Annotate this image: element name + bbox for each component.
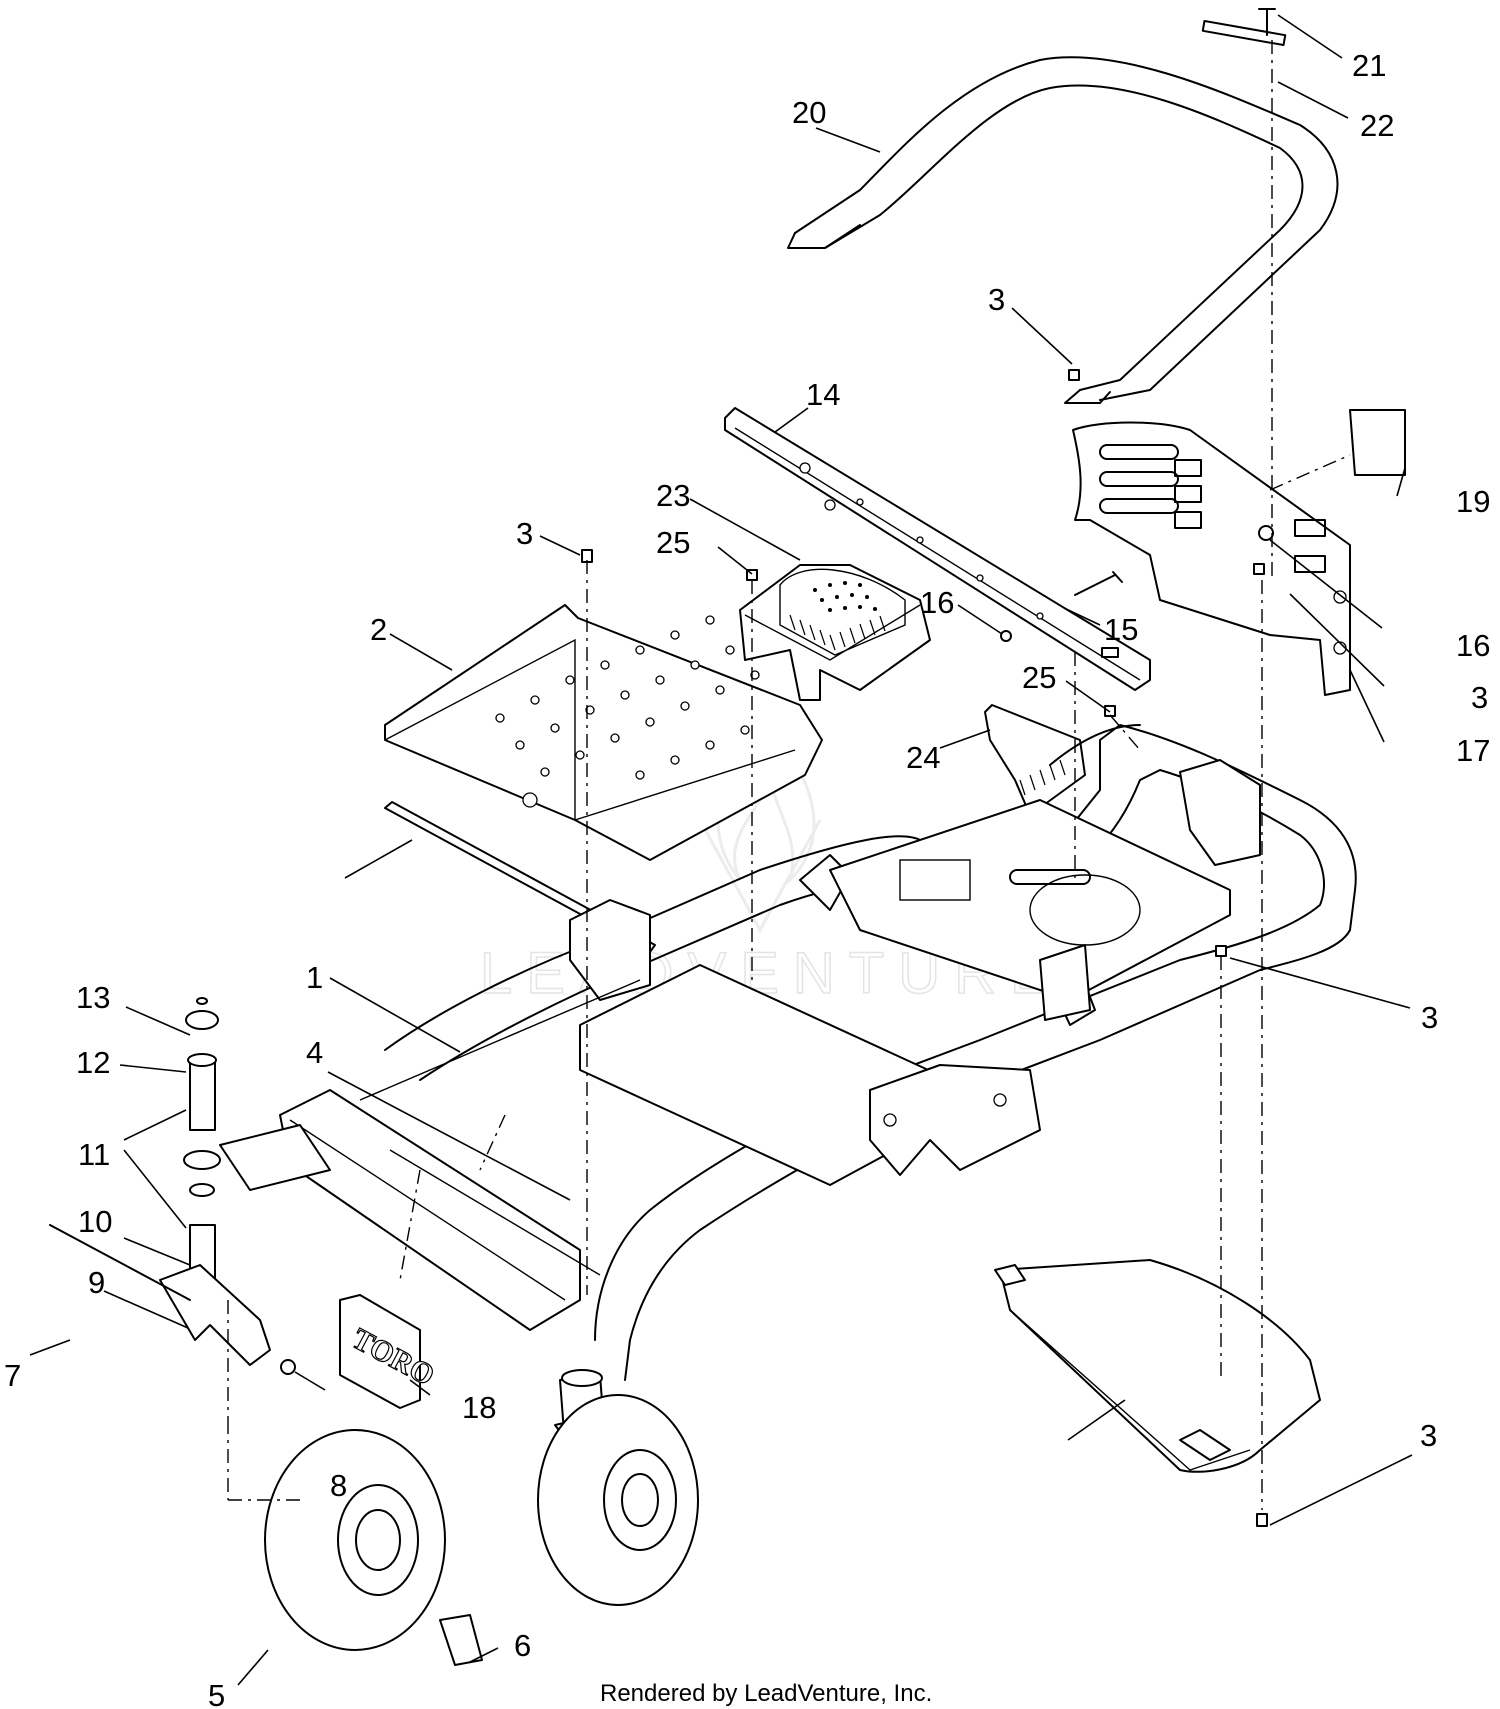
callout-13: 13 (76, 980, 110, 1015)
callout-19: 19 (1456, 484, 1490, 519)
callout-5: 5 (208, 1678, 225, 1709)
callout-16-right: 16 (1456, 628, 1490, 663)
callout-14: 14 (806, 377, 840, 412)
fasteners (581, 369, 1274, 1527)
foot-plate (384, 604, 823, 861)
cross-bar (724, 407, 1151, 691)
seat-mount-plate (829, 799, 1231, 1021)
callout-6: 6 (514, 1628, 531, 1663)
foot-plate-holes (495, 615, 760, 808)
callout-18: 18 (462, 1390, 496, 1425)
callout-24: 24 (906, 740, 940, 775)
decal (1349, 409, 1406, 476)
callout-23: 23 (656, 478, 690, 513)
callout-9: 9 (88, 1265, 105, 1300)
callout-16-left: 16 (920, 585, 954, 620)
mower-shield (994, 1259, 1321, 1473)
callout-15: 15 (1104, 612, 1138, 647)
callout-3-plate: 3 (516, 516, 533, 551)
callout-11: 11 (78, 1137, 110, 1172)
callout-3-shield: 3 (1471, 680, 1488, 715)
main-frame (219, 724, 1357, 1381)
callout-1: 1 (306, 960, 323, 995)
footer-credit: Rendered by LeadVenture, Inc. (600, 1680, 932, 1707)
callout-12: 12 (76, 1045, 110, 1080)
callout-2: 2 (370, 612, 387, 647)
callout-3-bottom: 3 (1420, 1418, 1437, 1453)
roll-bar (787, 8, 1339, 404)
callout-21: 21 (1352, 48, 1386, 83)
callout-8: 8 (330, 1468, 347, 1503)
callout-17: 17 (1456, 733, 1490, 768)
brand-plate: TORO (339, 1294, 440, 1409)
callout-3-rollbar: 3 (988, 282, 1005, 317)
callout-4: 4 (306, 1035, 323, 1070)
left-caster-assembly (49, 997, 483, 1666)
callout-7: 7 (4, 1358, 21, 1393)
callout-10: 10 (78, 1204, 112, 1239)
assembly-lines (227, 40, 1351, 1510)
callout-25-panel: 25 (656, 525, 690, 560)
control-panel (739, 564, 931, 701)
callout-22: 22 (1360, 108, 1394, 143)
callout-labels: 20 21 22 3 14 19 16 3 17 23 25 3 2 16 15… (4, 48, 1490, 1709)
small-shield (984, 704, 1086, 816)
leader-lines (29, 14, 1413, 1686)
callout-20: 20 (792, 95, 826, 130)
callout-3-frame: 3 (1421, 1000, 1438, 1035)
right-caster-assembly (537, 1369, 699, 1606)
callout-25-shield: 25 (1022, 660, 1056, 695)
